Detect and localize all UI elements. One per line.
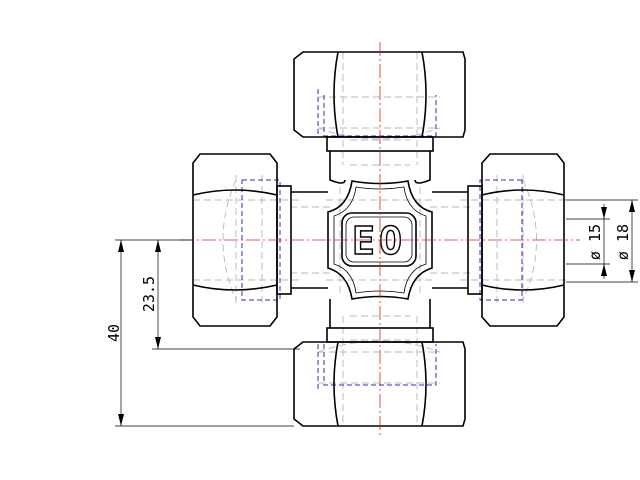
dimension-23-5: 23.5 [140, 240, 300, 350]
dimension-40-label: 40 [105, 324, 123, 342]
center-lines [180, 42, 580, 438]
logo-text: EO [352, 219, 406, 263]
bottom-nut [293, 327, 466, 427]
dimension-dia-18-label: ø 18 [614, 224, 632, 260]
dimension-dia-18: ø 18 [566, 199, 638, 283]
fitting-body [291, 151, 468, 328]
logo: EO [341, 212, 417, 267]
right-nut [467, 153, 565, 327]
dimension-40: 40 [105, 239, 294, 427]
dimension-23-5-label: 23.5 [140, 276, 158, 312]
dimension-dia-15: ø 15 [566, 204, 610, 279]
dimension-dia-15-label: ø 15 [586, 224, 604, 260]
